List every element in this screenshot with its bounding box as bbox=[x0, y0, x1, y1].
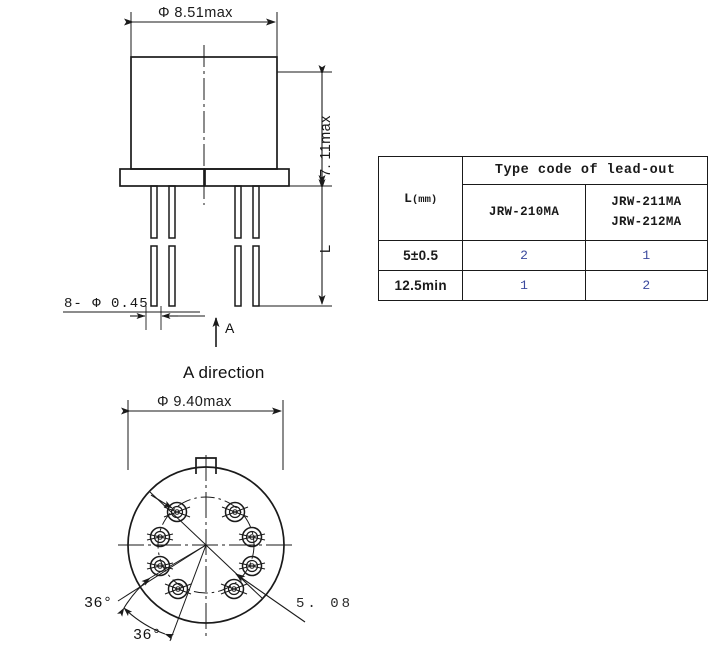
table-header-type-code: Type code of lead-out bbox=[462, 156, 708, 185]
table-row: 5±0.5 2 1 bbox=[377, 240, 709, 271]
table-cell-1-a: 1 bbox=[462, 270, 586, 301]
table-row-label-1: 12.5min bbox=[377, 270, 464, 301]
angle-label-lower: 36° bbox=[133, 627, 162, 644]
table-header-col-211-212ma: JRW-211MA JRW-212MA bbox=[584, 184, 709, 241]
lead-diameter-dimension: 8- Φ 0.45 bbox=[64, 296, 149, 312]
table-row-header-top: L(mm) Type code of lead-out bbox=[377, 156, 708, 241]
pitch-circle-dimension: 5. 08 bbox=[296, 596, 354, 612]
bottom-view-diameter-dimension: Φ 9.40max bbox=[157, 394, 232, 410]
table-cell-l-mm: L(mm) bbox=[377, 156, 464, 241]
l-unit: mm bbox=[418, 194, 431, 206]
col-b-line-1: JRW-211MA bbox=[611, 195, 682, 210]
side-view-lead-length-dimension: L bbox=[318, 244, 334, 253]
lead-out-code-table: L(mm) Type code of lead-out JRW-210MA JR… bbox=[377, 156, 709, 301]
side-view-width-dimension: Φ 8.51max bbox=[158, 5, 233, 21]
table-cell-1-b: 2 bbox=[584, 270, 709, 301]
l-symbol: L bbox=[404, 191, 412, 206]
table-cell-0-b: 1 bbox=[584, 240, 709, 271]
table-cell-0-a: 2 bbox=[462, 240, 586, 271]
side-view-height-dimension: 7. 11max bbox=[318, 115, 334, 177]
angle-label-upper: 36° bbox=[84, 595, 113, 612]
col-b-line-2: JRW-212MA bbox=[611, 214, 682, 229]
table-row-label-0: 5±0.5 bbox=[377, 240, 464, 271]
table-header-col-210ma: JRW-210MA bbox=[462, 184, 586, 241]
bottom-view-caption: A direction bbox=[183, 363, 265, 382]
view-arrow-letter-a: A bbox=[225, 320, 235, 336]
table-row: 12.5min 1 2 bbox=[377, 270, 709, 301]
